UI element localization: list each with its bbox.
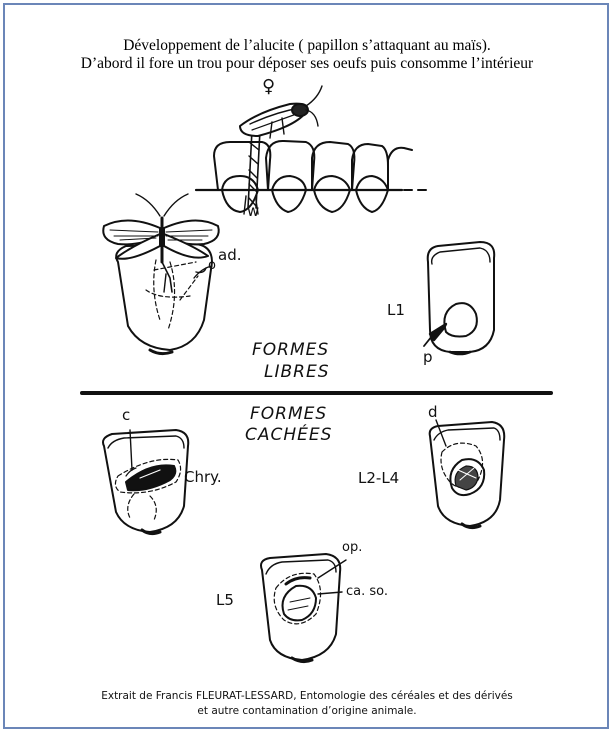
- female-symbol: ♀: [262, 76, 275, 97]
- label-w: w: [247, 202, 259, 220]
- female-moth: [240, 86, 322, 138]
- kernel-L2-L4: [430, 420, 505, 528]
- label-L2-L4: L2-L4: [358, 469, 399, 487]
- label-chry: Chry.: [184, 468, 222, 486]
- label-c: c: [122, 406, 130, 424]
- kernel-chrysalis: [103, 430, 188, 534]
- formes-libres-line-1: FORMES: [252, 340, 329, 360]
- formes-libres-line-2: LIBRES: [264, 362, 330, 382]
- kernel-L1: [424, 242, 494, 354]
- label-p: p: [423, 348, 433, 366]
- formes-cachees-line-2: CACHÉES: [245, 425, 332, 445]
- footer-line-1: Extrait de Francis FLEURAT-LESSARD, Ento…: [0, 690, 614, 702]
- kernel-row: [196, 130, 426, 214]
- kernel-L5: [261, 554, 346, 662]
- label-ca-so: ca. so.: [346, 584, 388, 599]
- label-ad: ad.: [218, 246, 241, 264]
- label-d: d: [428, 403, 438, 421]
- label-L1: L1: [387, 301, 405, 319]
- adult-moth-on-kernel: [103, 194, 218, 354]
- label-op: op.: [342, 540, 362, 555]
- footer-line-2: et autre contamination d’origine animale…: [0, 705, 614, 717]
- formes-cachees-line-1: FORMES: [250, 404, 327, 424]
- label-L5: L5: [216, 591, 234, 609]
- label-o: o: [208, 258, 216, 273]
